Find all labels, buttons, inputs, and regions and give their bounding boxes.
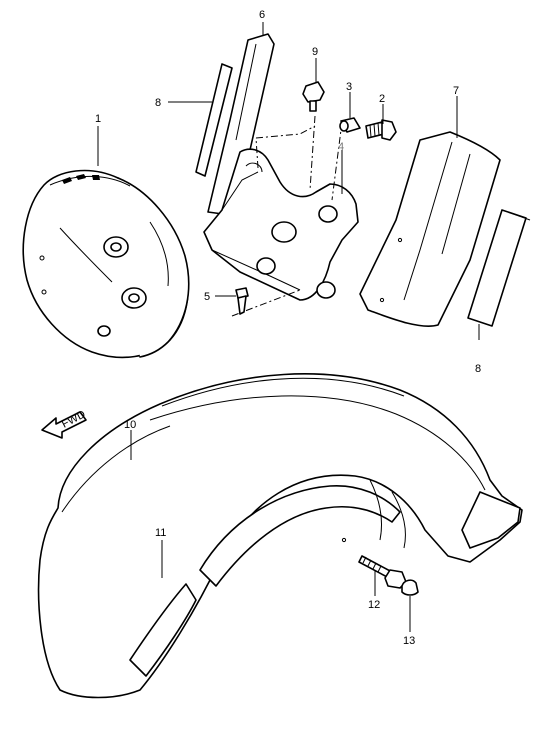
callout-9: 9 — [312, 46, 318, 58]
nut-13 — [401, 579, 419, 596]
callout-1: 1 — [95, 113, 101, 125]
headlamp-housing — [22, 169, 190, 359]
collar-3 — [339, 117, 361, 133]
callout-7: 7 — [453, 85, 459, 97]
cover-right — [359, 131, 501, 327]
cushion-pad-right — [467, 209, 531, 327]
callout-8-right: 8 — [475, 363, 481, 375]
callout-11: 11 — [155, 527, 166, 539]
forward-arrow-icon: FWD — [41, 408, 88, 439]
callout-10: 10 — [124, 419, 136, 431]
callout-3: 3 — [346, 81, 352, 93]
bolt-2 — [365, 119, 397, 141]
callout-2: 2 — [379, 93, 385, 105]
callout-8-left: 8 — [155, 97, 161, 109]
callout-13: 13 — [403, 635, 415, 647]
front-fender — [37, 373, 523, 699]
callout-6: 6 — [259, 9, 265, 21]
screw-5 — [235, 287, 249, 315]
callout-5: 5 — [204, 291, 210, 303]
callout-4: 4 — [338, 141, 344, 153]
bolt-9 — [302, 81, 325, 112]
cushion-pad-left — [195, 63, 233, 177]
bolt-12 — [358, 555, 407, 589]
headlamp-bracket — [203, 148, 359, 301]
callout-12: 12 — [368, 599, 380, 611]
fwd-label: FWD — [60, 408, 88, 430]
